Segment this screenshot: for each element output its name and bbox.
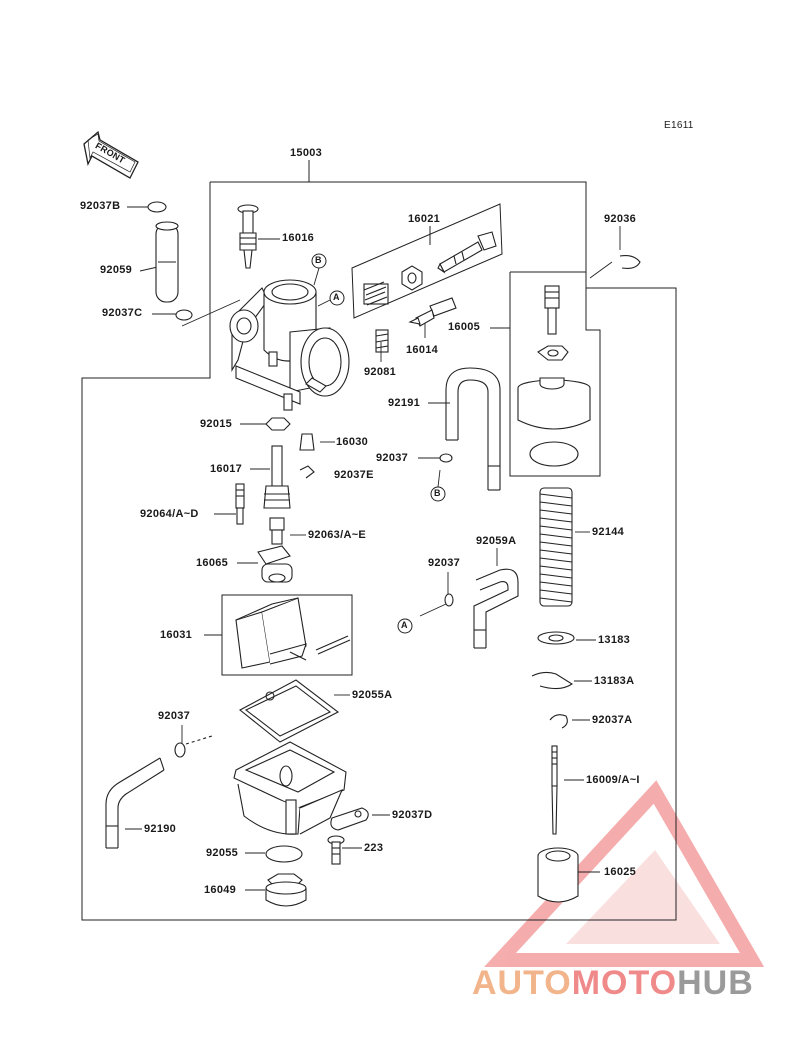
callout-b-hose-label: B xyxy=(434,488,441,498)
part-label-92037-upper: 92037 xyxy=(376,452,409,464)
part-label-92055a: 92055A xyxy=(352,689,393,701)
needle-jet-16017 xyxy=(263,445,291,509)
box-16021 xyxy=(351,203,503,319)
part-label-92037a: 92037A xyxy=(592,714,633,726)
nut-16005 xyxy=(537,345,569,361)
part-label-92191: 92191 xyxy=(388,397,421,409)
leader-lines xyxy=(125,206,621,891)
watermark-part1: AUTO xyxy=(472,964,572,1002)
spring-92144 xyxy=(539,487,573,607)
gasket-92055a xyxy=(239,679,340,743)
part-label-92059: 92059 xyxy=(100,264,133,276)
part-16030 xyxy=(299,433,315,451)
part-label-13183a: 13183A xyxy=(594,675,635,687)
needle-16009 xyxy=(551,745,558,835)
washer-13183 xyxy=(537,631,575,645)
nut-16021 xyxy=(401,265,423,291)
clip-92037-upper xyxy=(439,453,453,463)
bracket-92037d xyxy=(330,807,369,831)
clip-92037-mid xyxy=(444,593,454,607)
throttle-valve-16025 xyxy=(537,847,579,903)
part-label-92036: 92036 xyxy=(604,213,637,225)
part-label-16030: 16030 xyxy=(336,436,369,448)
screw-16016 xyxy=(237,204,259,269)
part-label-92015: 92015 xyxy=(200,418,233,430)
frame-outline xyxy=(81,181,677,921)
part-label-92037d: 92037D xyxy=(392,809,433,821)
diagram-code: E1611 xyxy=(664,120,694,131)
carburetor-body xyxy=(229,279,350,411)
clip-92037e xyxy=(299,465,315,479)
callout-a-top xyxy=(329,290,345,306)
clip-92037-lower xyxy=(174,742,186,758)
part-label-16049: 16049 xyxy=(204,884,237,896)
part-label-92037e: 92037E xyxy=(334,469,374,481)
adjuster-16005 xyxy=(544,285,560,335)
clip-13183a xyxy=(531,671,574,690)
plug-16049 xyxy=(265,873,307,907)
hose-92059a xyxy=(473,568,519,649)
part-label-16014: 16014 xyxy=(406,344,439,356)
part-label-223: 223 xyxy=(364,842,384,854)
watermark-part2: MOTO xyxy=(571,964,678,1002)
part-label-92064: 92064/A~D xyxy=(140,508,199,520)
spring-16021 xyxy=(363,281,389,306)
hose-92059 xyxy=(155,221,179,303)
screw-16014 xyxy=(408,297,457,327)
part-label-92063: 92063/A~E xyxy=(308,529,367,541)
part-label-16009: 16009/A~I xyxy=(586,774,640,786)
box-16005 xyxy=(509,271,601,477)
part-label-16005: 16005 xyxy=(448,321,481,333)
watermark-logo: AUTOMOTOHUB xyxy=(472,964,754,1003)
pilot-jet-92064 xyxy=(235,483,245,525)
clip-92037b xyxy=(147,201,167,213)
part-label-16065: 16065 xyxy=(196,557,229,569)
oring-16005 xyxy=(529,441,579,467)
part-16065 xyxy=(257,545,293,583)
part-drawings xyxy=(105,201,641,907)
nut-92015 xyxy=(265,417,291,431)
main-jet-92063 xyxy=(269,517,285,545)
cap-16005 xyxy=(517,377,591,430)
callout-circles xyxy=(311,253,446,634)
part-label-16017: 16017 xyxy=(210,463,243,475)
watermark-part3: HUB xyxy=(677,964,754,1002)
callout-a-hose-label: A xyxy=(401,620,408,630)
part-label-92190: 92190 xyxy=(144,823,177,835)
float-bowl xyxy=(233,741,347,835)
part-label-92055: 92055 xyxy=(206,847,239,859)
part-label-16031: 16031 xyxy=(160,629,193,641)
screw-223 xyxy=(327,835,345,865)
front-arrow-icon xyxy=(83,130,139,179)
hose-92190 xyxy=(105,757,165,849)
part-label-92037c: 92037C xyxy=(102,307,143,319)
part-label-92144: 92144 xyxy=(592,526,625,538)
part-label-15003: 15003 xyxy=(290,147,323,159)
part-label-92081: 92081 xyxy=(364,366,397,378)
callout-b-top-label: B xyxy=(315,255,322,265)
part-label-16021: 16021 xyxy=(408,213,441,225)
part-label-92037b: 92037B xyxy=(80,200,121,212)
callout-a-hose xyxy=(397,618,413,634)
part-label-92059a: 92059A xyxy=(476,535,517,547)
oring-92055 xyxy=(265,845,303,863)
part-label-92037-lower: 92037 xyxy=(158,710,191,722)
clip-92037a xyxy=(549,714,568,729)
callout-a-top-label: A xyxy=(333,292,340,302)
part-label-13183: 13183 xyxy=(598,634,631,646)
hose-92191 xyxy=(445,367,501,491)
part-label-16016: 16016 xyxy=(282,232,315,244)
air-screw-16021 xyxy=(437,231,497,274)
part-label-92037-mid: 92037 xyxy=(428,557,461,569)
clip-92036 xyxy=(619,255,641,269)
float-16031 xyxy=(235,597,351,669)
spring-92081 xyxy=(375,329,389,353)
part-label-16025: 16025 xyxy=(604,866,637,878)
clip-92037c xyxy=(175,309,193,321)
